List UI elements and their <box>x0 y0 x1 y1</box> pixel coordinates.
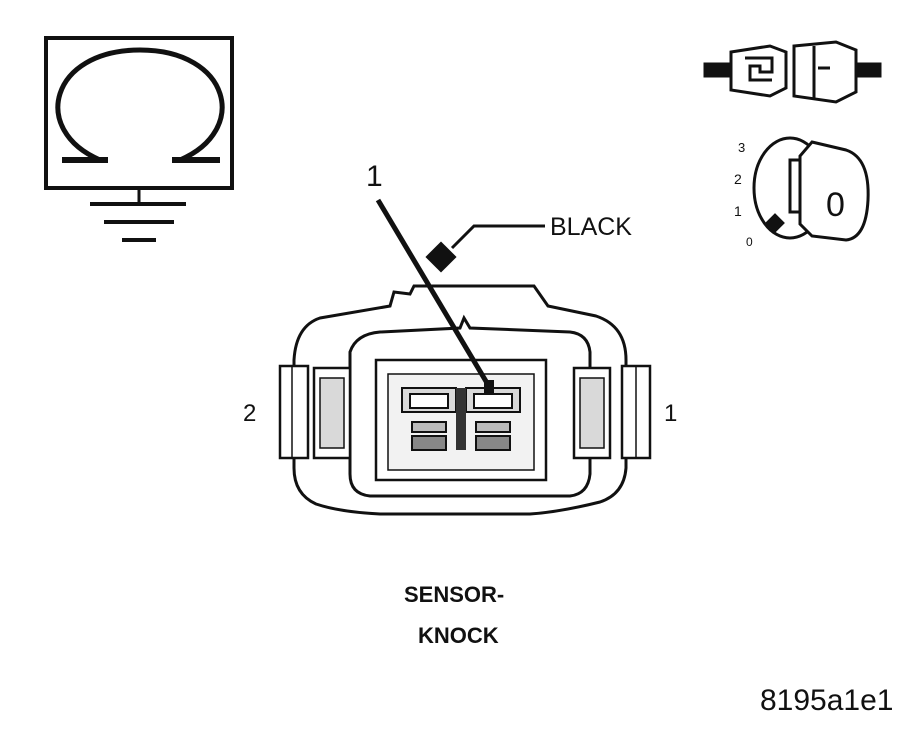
ignition-position-2: 2 <box>734 171 742 187</box>
terminal-1-pointer-tip <box>484 380 494 394</box>
ignition-position-1: 1 <box>734 203 742 219</box>
disconnect-connector-icon <box>703 40 882 104</box>
component-name-line1: SENSOR- <box>404 582 505 607</box>
component-name-line2: KNOCK <box>418 623 499 648</box>
connector-color-label: BLACK <box>550 213 632 241</box>
cavity-label-left: 2 <box>243 400 257 427</box>
terminal-1-pointer <box>375 198 493 390</box>
ground-symbol-icon <box>90 188 186 242</box>
connector-side-tab-left <box>278 364 352 460</box>
figure-code: 8195a1e1 <box>760 684 894 717</box>
ohm-meter-icon <box>44 36 234 190</box>
cavity-divider <box>456 388 466 450</box>
ignition-position-3: 3 <box>738 140 745 155</box>
terminal-callout-number: 1 <box>366 160 383 193</box>
connector-side-tab-right <box>572 364 652 460</box>
ignition-key-off-icon: 0 0 1 2 3 <box>734 136 870 249</box>
ignition-key-face: 0 <box>826 186 845 224</box>
ignition-position-0: 0 <box>746 235 753 249</box>
terminal-cavity-2 <box>401 387 457 451</box>
cavity-label-right: 1 <box>664 400 678 427</box>
color-callout-leader <box>425 224 545 273</box>
